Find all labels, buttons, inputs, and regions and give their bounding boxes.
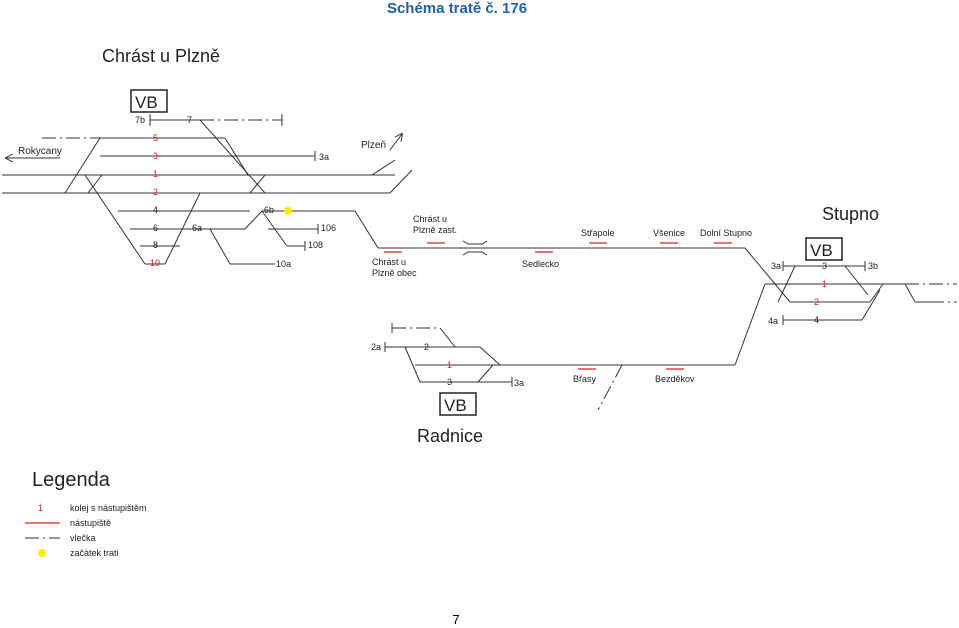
page-title: Schéma tratě č. 176 xyxy=(386,0,528,17)
stop-brasy: Břasy xyxy=(573,374,597,384)
track-label-10: 10 xyxy=(150,258,160,268)
plzen-arrow xyxy=(389,134,402,151)
main-line-upper xyxy=(378,247,776,285)
stop-dolni-stupno: Dolní Stupno xyxy=(700,228,752,238)
track-label-3a: 3a xyxy=(319,152,329,162)
legend-label-track: kolej s nástupištěm xyxy=(70,503,147,513)
stop-chrast-obec-2: Plzně obec xyxy=(372,268,417,278)
stop-bezdekov: Bezděkov xyxy=(655,374,695,384)
main-line-lower xyxy=(495,364,735,411)
track-label-3: 3 xyxy=(153,151,158,161)
legend-label-start: začátek trati xyxy=(70,548,119,558)
stupno-track-4: 4 xyxy=(814,315,819,325)
direction-plzen: Plzeň xyxy=(361,140,386,151)
stop-chrast-obec-1: Chrást u xyxy=(372,257,406,267)
track-label-2: 2 xyxy=(153,187,158,197)
legend-label-siding: vlečka xyxy=(70,533,96,543)
bridge-symbol xyxy=(462,240,488,256)
radnice-track-3a: 3a xyxy=(514,378,524,388)
station-name-stupno: Stupno xyxy=(822,204,879,224)
vb-label-radnice: VB xyxy=(444,396,467,415)
chrast-tracks xyxy=(2,114,413,265)
radnice-track-2: 2 xyxy=(424,342,429,352)
radnice-tracks xyxy=(384,327,513,387)
stop-chrast-zast-2: Plzně zast. xyxy=(413,225,457,235)
vb-box-radnice xyxy=(439,392,477,416)
stupno-track-1: 1 xyxy=(822,279,827,289)
stupno-track-3: 3 xyxy=(822,261,827,271)
track-label-106: 106 xyxy=(321,223,336,233)
direction-rokycany: Rokycany xyxy=(18,146,62,157)
stop-sedlecko: Sedlecko xyxy=(522,259,559,269)
page-number: 7 xyxy=(452,612,460,627)
platforms-upper xyxy=(384,242,732,253)
stupno-sidings xyxy=(905,283,957,303)
line-start-marker xyxy=(284,207,292,215)
radnice-track-3: 3 xyxy=(447,377,452,387)
legend-heading: Legenda xyxy=(32,469,111,491)
stop-strapole: Střapole xyxy=(581,228,615,238)
stop-vsenice: Všenice xyxy=(653,228,685,238)
legend-symbol-start xyxy=(38,549,46,557)
track-label-6b: 6b xyxy=(264,205,274,215)
vb-label-stupno: VB xyxy=(810,241,833,260)
stupno-tracks xyxy=(734,261,930,366)
track-label-7: 7 xyxy=(187,115,192,125)
radnice-track-1: 1 xyxy=(447,360,452,370)
legend-label-platform: nástupiště xyxy=(70,518,111,528)
vb-box-stupno xyxy=(805,237,843,261)
station-name-radnice: Radnice xyxy=(417,426,483,446)
vb-label-chrast: VB xyxy=(135,93,158,112)
track-label-1: 1 xyxy=(153,169,158,179)
stupno-track-3b: 3b xyxy=(868,261,878,271)
stupno-track-3a: 3a xyxy=(771,261,781,271)
radnice-track-2a: 2a xyxy=(371,342,381,352)
track-label-6a: 6a xyxy=(192,223,202,233)
station-name-chrast: Chrást u Plzně xyxy=(102,46,220,66)
track-label-108: 108 xyxy=(308,240,323,250)
track-label-7b: 7b xyxy=(135,115,145,125)
stop-chrast-zast-1: Chrást u xyxy=(413,214,447,224)
track-label-6: 6 xyxy=(153,223,158,233)
vb-box-chrast xyxy=(130,89,168,113)
chrast-sidings xyxy=(42,114,283,139)
track-label-10a: 10a xyxy=(276,259,291,269)
track-label-5: 5 xyxy=(153,133,158,143)
legend-symbol-track: 1 xyxy=(38,503,43,513)
stupno-track-2: 2 xyxy=(814,297,819,307)
track-label-4: 4 xyxy=(153,205,158,215)
track-label-8: 8 xyxy=(153,240,158,250)
stupno-track-4a: 4a xyxy=(768,316,778,326)
